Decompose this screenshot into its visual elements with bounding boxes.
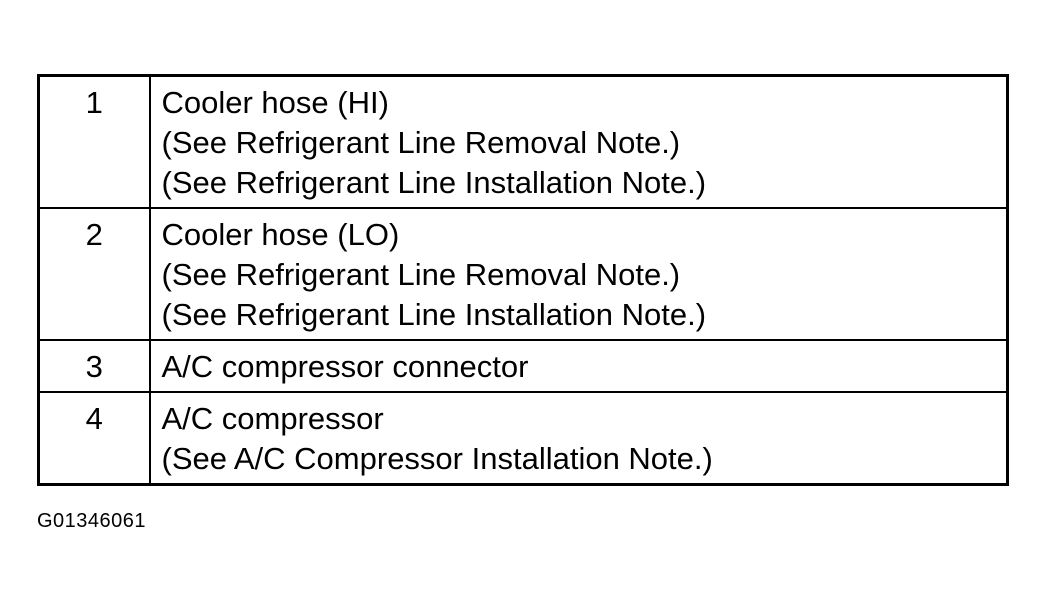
item-name: Cooler hose (HI) <box>161 85 389 120</box>
figure-id: G01346061 <box>37 510 147 532</box>
item-number: 2 <box>37 207 151 341</box>
table-row: 3 A/C compressor connector <box>37 339 1009 393</box>
item-note: (See Refrigerant Line Removal Note.) <box>161 257 681 292</box>
parts-legend-table: 1 Cooler hose (HI) (See Refrigerant Line… <box>37 74 1009 486</box>
item-name: A/C compressor connector <box>161 349 529 384</box>
table-row: 4 A/C compressor (See A/C Compressor Ins… <box>37 391 1009 486</box>
item-note: (See Refrigerant Line Removal Note.) <box>161 125 681 160</box>
item-description: Cooler hose (HI) (See Refrigerant Line R… <box>148 74 1009 209</box>
item-description: Cooler hose (LO) (See Refrigerant Line R… <box>148 207 1009 341</box>
table-row: 2 Cooler hose (LO) (See Refrigerant Line… <box>37 207 1009 341</box>
item-note: (See Refrigerant Line Installation Note.… <box>161 165 707 200</box>
item-name: Cooler hose (LO) <box>161 217 400 252</box>
item-name: A/C compressor <box>161 401 384 436</box>
item-description: A/C compressor (See A/C Compressor Insta… <box>148 391 1009 486</box>
table-row: 1 Cooler hose (HI) (See Refrigerant Line… <box>37 74 1009 209</box>
item-number: 1 <box>37 74 151 209</box>
item-number: 3 <box>37 339 151 393</box>
item-description: A/C compressor connector <box>148 339 1009 393</box>
item-number: 4 <box>37 391 151 486</box>
item-note: (See A/C Compressor Installation Note.) <box>161 441 713 476</box>
item-note: (See Refrigerant Line Installation Note.… <box>161 297 707 332</box>
